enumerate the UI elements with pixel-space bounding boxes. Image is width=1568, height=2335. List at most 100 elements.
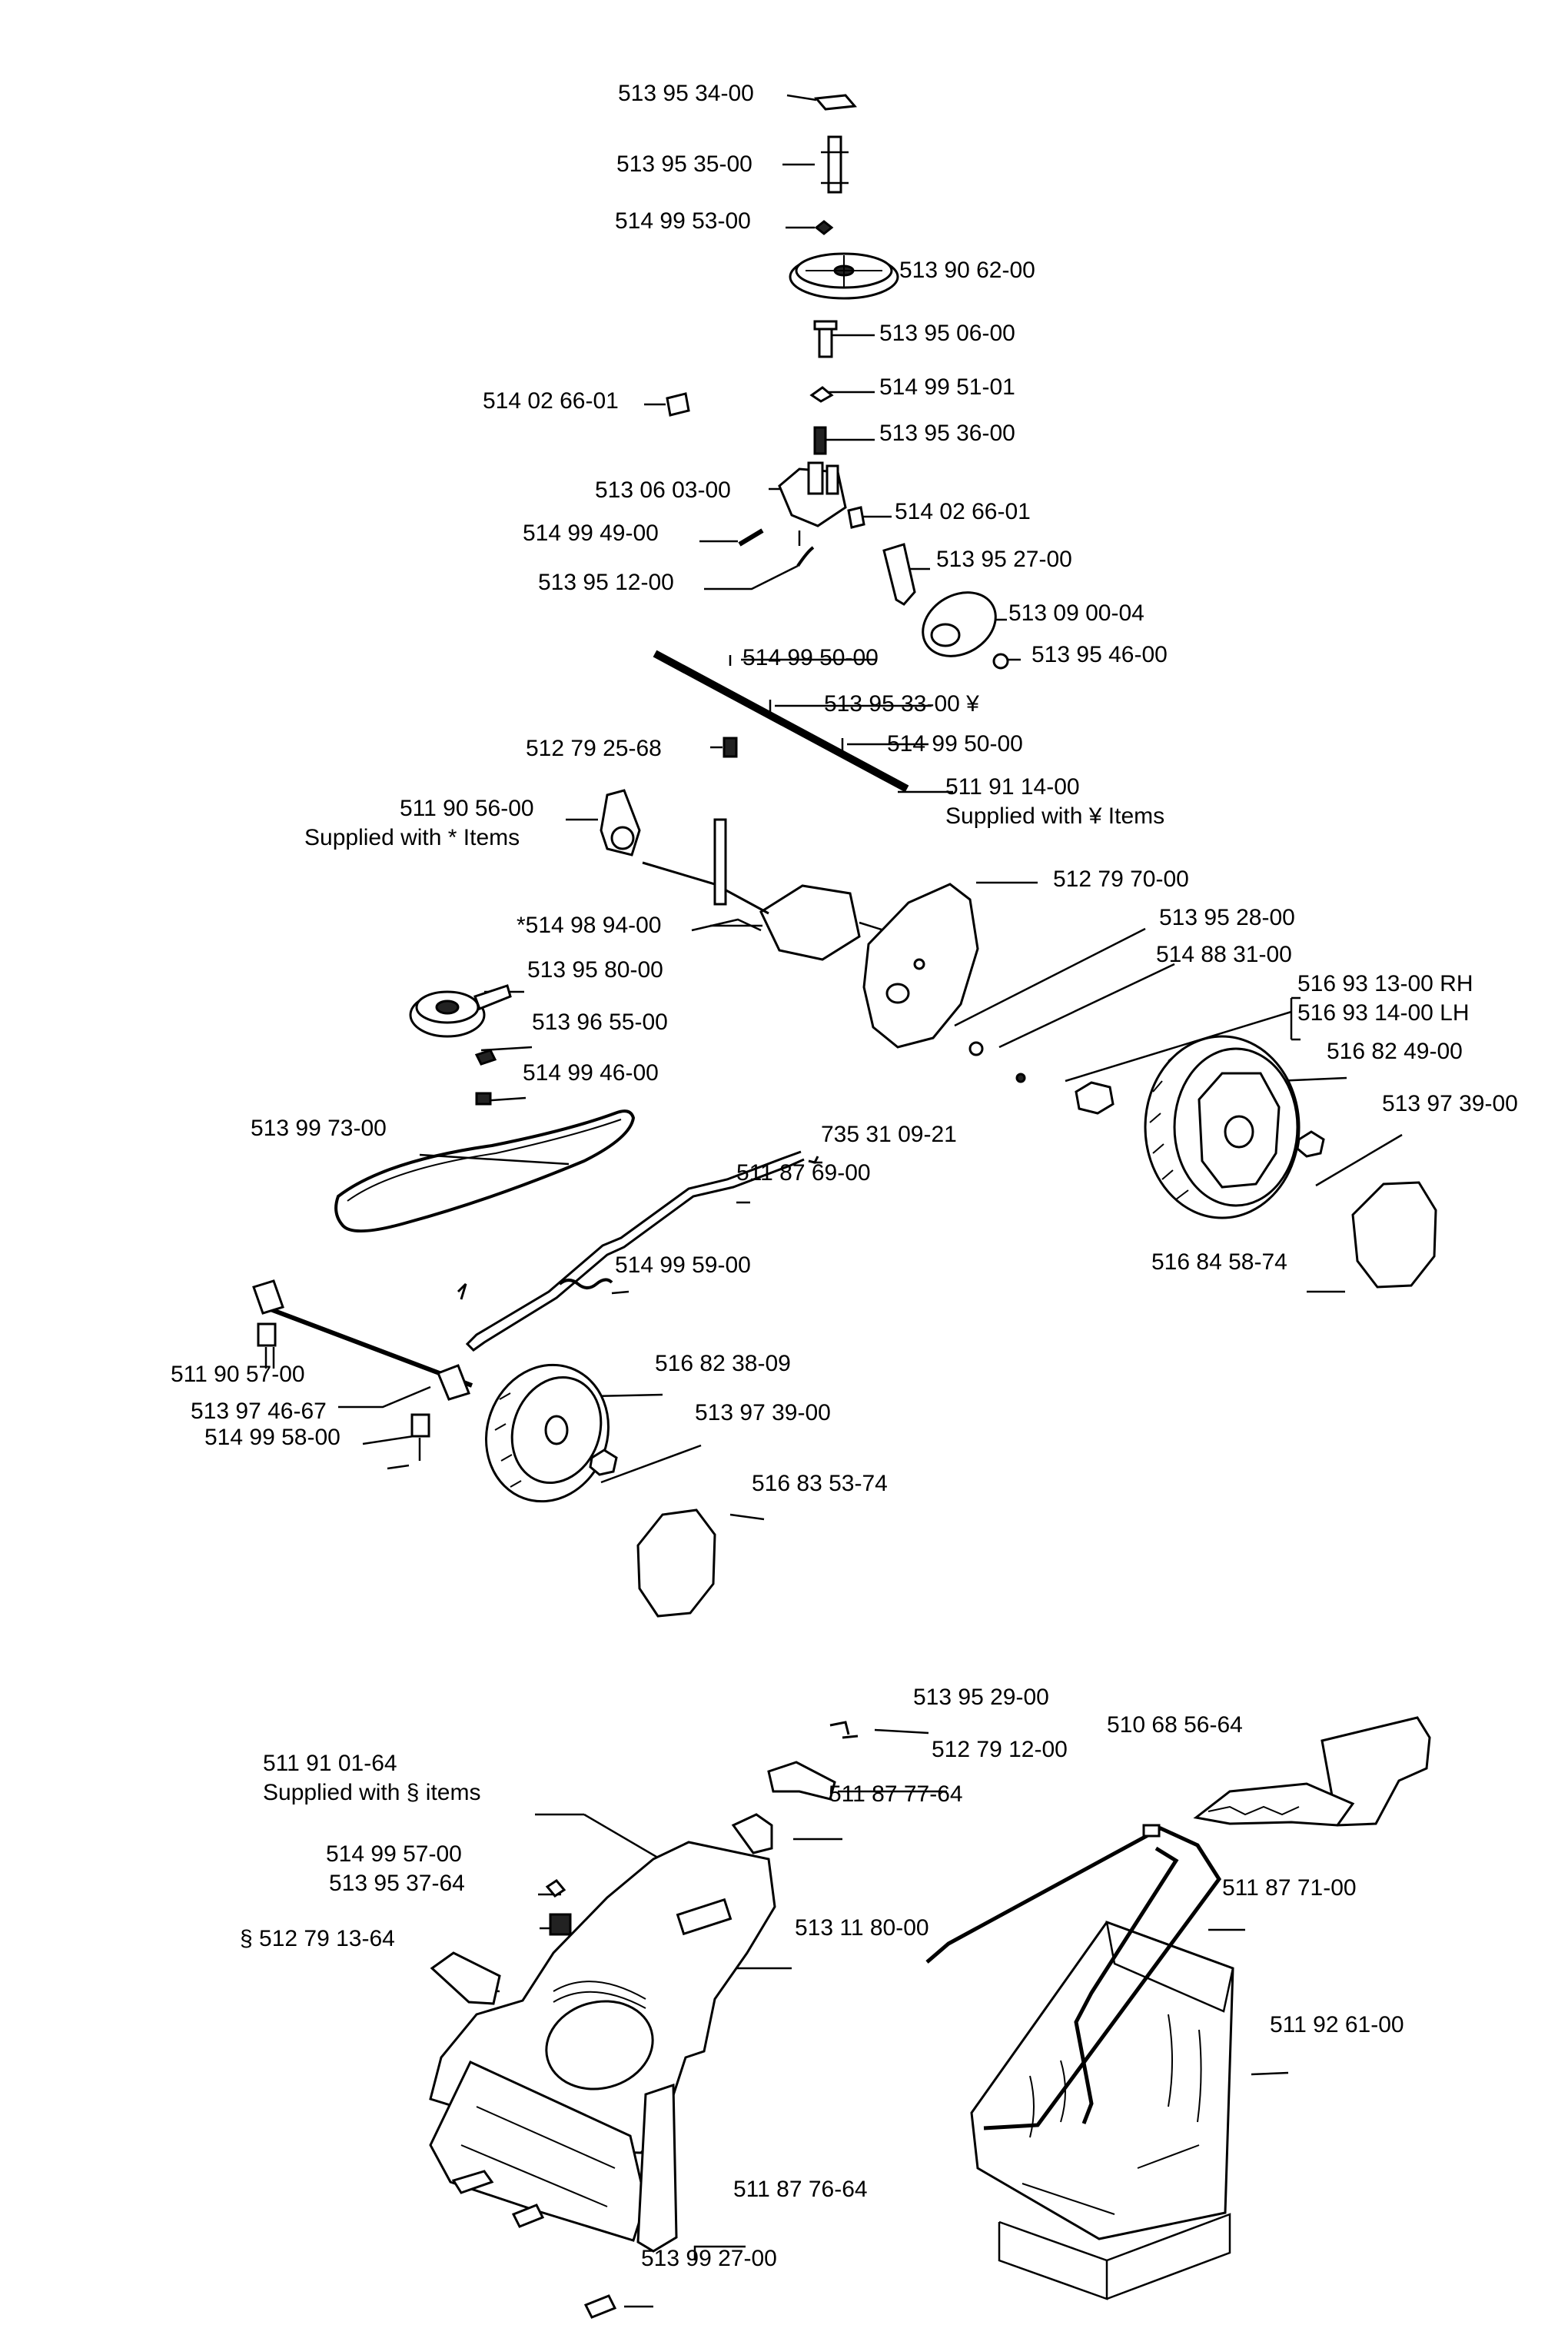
bracket-part-left	[257, 1322, 277, 1369]
part-label: 512 79 70-00	[1053, 866, 1189, 892]
part-label: 513 95 46-00	[1031, 642, 1168, 667]
supplied-note: Supplied with § items	[263, 1780, 481, 1805]
part-label: 514 99 58-00	[204, 1425, 341, 1450]
bracket-part-right	[410, 1413, 430, 1461]
part-label: 513 95 27-00	[936, 547, 1072, 572]
part-label: 514 99 51-01	[879, 374, 1015, 400]
hub-part	[1075, 1081, 1115, 1115]
flap-part	[731, 1813, 773, 1854]
pin-part	[738, 528, 764, 547]
cover-bracket-part	[814, 94, 857, 111]
mulch-plug-part	[1193, 1716, 1431, 1827]
cover-cap-part	[922, 591, 997, 657]
part-label: 514 02 66-01	[895, 499, 1031, 524]
drive-shaft-part	[653, 650, 909, 793]
bracket-clip-part	[767, 1761, 836, 1801]
spring-part	[813, 426, 827, 455]
rear-axle-part	[252, 1279, 473, 1401]
part-label: 514 99 46-00	[523, 1060, 659, 1086]
lever-bracket-part	[882, 543, 916, 606]
grass-bag-part	[970, 1921, 1234, 2300]
part-label: 513 99 73-00	[251, 1116, 387, 1141]
spring-coil-part	[558, 1278, 613, 1289]
part-label: 516 84 58-74	[1151, 1249, 1287, 1275]
nut-part	[814, 220, 834, 235]
part-label: 513 06 03-00	[595, 477, 731, 503]
pulley-wheel-part	[789, 252, 899, 300]
part-label: 511 87 69-00	[736, 1160, 871, 1186]
part-label: 513 90 62-00	[899, 258, 1035, 283]
shaft-part	[821, 135, 849, 194]
part-label: 513 97 39-00	[695, 1400, 831, 1425]
gear-housing-part	[778, 461, 847, 546]
part-label: 513 95 37-64	[329, 1871, 465, 1896]
height-lever-part	[465, 1150, 805, 1352]
part-label: 735 31 09-21	[821, 1122, 957, 1147]
part-label: 514 99 50-00	[742, 645, 879, 670]
supplied-note: Supplied with ¥ Items	[945, 803, 1165, 829]
hinge-clip-parts	[451, 2170, 617, 2319]
part-label: 510 68 56-64	[1107, 1712, 1243, 1738]
part-label: 516 93 14-00 LH	[1297, 1000, 1470, 1026]
part-label: 513 96 55-00	[532, 1010, 668, 1035]
part-label: 513 99 27-00	[641, 2246, 777, 2271]
small-clip-part-left	[666, 392, 690, 417]
part-label: 514 99 57-00	[326, 1841, 462, 1867]
part-label: 513 11 80-00	[795, 1915, 929, 1941]
small-piece-part	[545, 1879, 566, 1898]
belt-pulley-part	[409, 984, 512, 1038]
bag-frame-part	[925, 1824, 1222, 2130]
side-flap-part	[430, 1951, 501, 2005]
handle-lever-part	[600, 789, 641, 856]
washer-part	[809, 386, 834, 403]
part-label: 511 92 61-00	[1270, 2012, 1404, 2037]
clip-part-top	[829, 1721, 859, 1739]
part-label: 511 91 14-00	[945, 774, 1080, 800]
wheel-nut-part	[1296, 1130, 1325, 1158]
part-label: 514 88 31-00	[1156, 942, 1292, 967]
part-label: 511 87 76-64	[733, 2177, 868, 2202]
rear-wheel-part	[1144, 1035, 1301, 1219]
part-label: 513 95 35-00	[616, 151, 752, 177]
part-label: 513 09 00-04	[1008, 600, 1144, 626]
part-label: 512 79 25-68	[526, 736, 662, 761]
part-label: 511 90 57-00	[171, 1362, 305, 1387]
part-label: 511 87 77-64	[829, 1781, 963, 1807]
part-label: 513 97 39-00	[1382, 1091, 1518, 1116]
part-label: 514 99 50-00	[887, 731, 1023, 757]
small-nut-part-1	[474, 1049, 497, 1066]
rear-cover-part	[429, 1841, 776, 2253]
hubcap-right-part	[1351, 1181, 1437, 1289]
part-label: 513 95 06-00	[879, 321, 1015, 346]
part-label: 511 87 71-00	[1222, 1875, 1357, 1901]
front-wheel-nut-part	[589, 1449, 618, 1476]
part-label: 516 82 49-00	[1327, 1039, 1463, 1064]
small-washer-part	[992, 653, 1009, 670]
part-label: 511 91 01-64	[263, 1751, 397, 1776]
small-nut-part-2	[475, 1092, 492, 1106]
part-label: 516 93 13-00 RH	[1297, 971, 1473, 996]
small-bolt-part	[1015, 1073, 1026, 1083]
part-label: *514 98 94-00	[517, 913, 662, 938]
part-label: 511 90 56-00	[400, 796, 534, 821]
part-label: 513 95 12-00	[538, 570, 674, 595]
spindle-part	[813, 320, 838, 358]
part-label: 513 97 46-67	[191, 1399, 327, 1424]
part-label: 514 02 66-01	[483, 388, 619, 414]
part-label: 514 99 49-00	[523, 521, 659, 546]
part-label: 513 95 33-00 ¥	[824, 691, 979, 717]
washer-part-2	[968, 1041, 984, 1056]
part-label: § 512 79 13-64	[240, 1926, 395, 1951]
gearbox-part	[642, 818, 885, 961]
latch-part	[549, 1913, 572, 1936]
hubcap-left-part	[636, 1508, 716, 1618]
part-label: 516 82 38-09	[655, 1351, 791, 1376]
blade-disc-part	[862, 883, 979, 1049]
part-label: 514 99 59-00	[615, 1252, 751, 1278]
part-label: 514 99 53-00	[615, 208, 751, 234]
part-label: 513 95 29-00	[913, 1685, 1049, 1710]
supplied-note: Supplied with * Items	[304, 825, 520, 850]
small-pin-part-a	[808, 1156, 819, 1164]
